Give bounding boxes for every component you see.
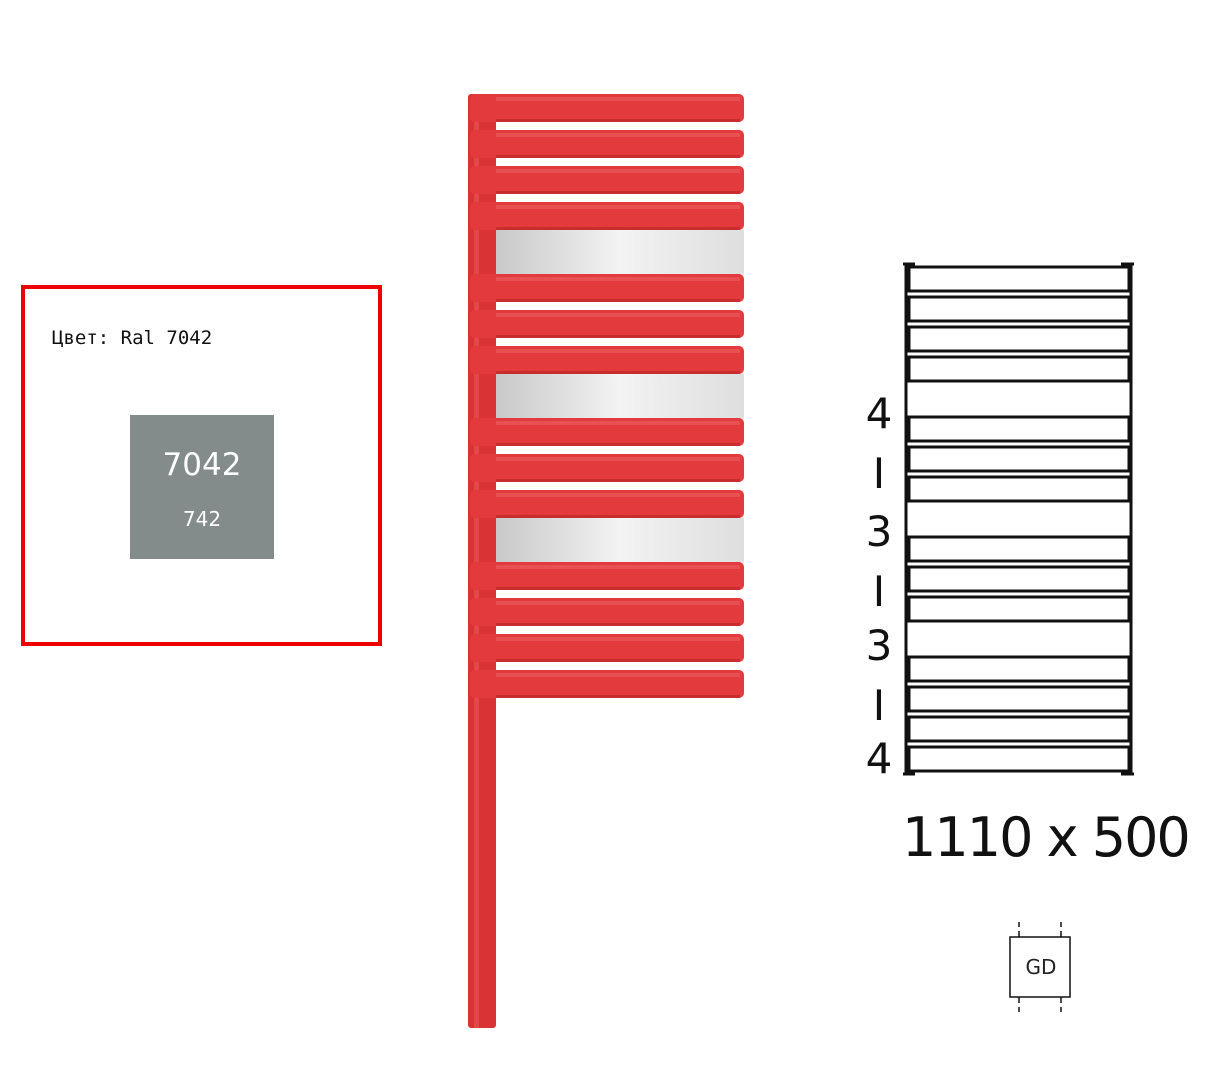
scheme-bar	[907, 265, 1131, 293]
radiator-bar-highlight	[496, 421, 740, 425]
radiator-gaps	[496, 230, 744, 562]
radiator-bar-shadow	[496, 659, 740, 662]
scheme-bar	[907, 445, 1131, 473]
radiator-bar-highlight	[496, 673, 740, 677]
radiator-bar-highlight	[496, 133, 740, 137]
radiator-bar-shadow	[496, 299, 740, 302]
radiator-bar-shadow	[496, 335, 740, 338]
radiator-gap	[496, 230, 744, 274]
group-count: 3	[865, 507, 893, 556]
radiator-gap	[496, 374, 744, 418]
scheme-bar	[907, 475, 1131, 503]
radiator-bar-shadow	[496, 443, 740, 446]
radiator-bar-shadow	[496, 623, 740, 626]
radiator-bar-highlight	[496, 169, 740, 173]
scheme-bar	[907, 325, 1131, 353]
radiator-bar-shadow	[496, 191, 740, 194]
dimensions-label: 1110 x 500	[902, 806, 1191, 869]
color-label: Цвет: Ral 7042	[52, 327, 213, 349]
group-separator: I	[872, 681, 886, 730]
radiator-bar-highlight	[496, 493, 740, 497]
radiator-image	[468, 94, 744, 1028]
swatch-subcode: 742	[182, 507, 222, 531]
scheme-bar	[907, 415, 1131, 443]
scheme-frame	[903, 262, 1134, 776]
scheme-bar	[907, 685, 1131, 713]
scheme-bar	[907, 535, 1131, 563]
radiator-bar-highlight	[496, 205, 740, 209]
scheme-bar	[907, 295, 1131, 323]
radiator-bar-highlight	[496, 637, 740, 641]
color-swatch: 7042 742	[130, 415, 274, 559]
radiator-bars	[470, 94, 744, 698]
scheme-bar	[907, 355, 1131, 383]
radiator-bar-shadow	[496, 695, 740, 698]
radiator-bar-shadow	[496, 515, 740, 518]
swatch-code: 7042	[162, 447, 242, 483]
radiator-bar-shadow	[496, 479, 740, 482]
radiator-bar-shadow	[496, 227, 740, 230]
radiator-bar-highlight	[496, 565, 740, 569]
radiator-bar-shadow	[496, 587, 740, 590]
connection-type-label: GD	[1025, 955, 1057, 979]
radiator-bar-highlight	[496, 97, 740, 101]
radiator-scheme	[903, 262, 1134, 776]
color-card: Цвет: Ral 7042 7042 742	[21, 285, 382, 646]
radiator-gap	[496, 518, 744, 562]
radiator-bar-shadow	[496, 371, 740, 374]
radiator-bar-highlight	[496, 349, 740, 353]
group-count: 3	[865, 621, 893, 670]
group-separator: I	[872, 449, 886, 498]
group-count-bottom: 4	[865, 734, 893, 783]
scheme-bar	[907, 565, 1131, 593]
scheme-bar	[907, 745, 1131, 773]
group-separator: I	[872, 567, 886, 616]
radiator-bar-highlight	[496, 457, 740, 461]
scheme-bar	[907, 715, 1131, 743]
radiator-bar-shadow	[496, 119, 740, 122]
scheme-bar	[907, 595, 1131, 623]
radiator-bar-highlight	[496, 601, 740, 605]
radiator-bar-shadow	[496, 155, 740, 158]
scheme-bars	[907, 265, 1131, 773]
connection-icon	[1009, 922, 1071, 1012]
radiator-collector-highlight	[474, 94, 479, 1028]
radiator-bar-highlight	[496, 277, 740, 281]
radiator-bar-highlight	[496, 313, 740, 317]
radiator-vertical-collector	[468, 94, 496, 1028]
group-count-top: 4	[865, 389, 893, 438]
scheme-bar	[907, 655, 1131, 683]
